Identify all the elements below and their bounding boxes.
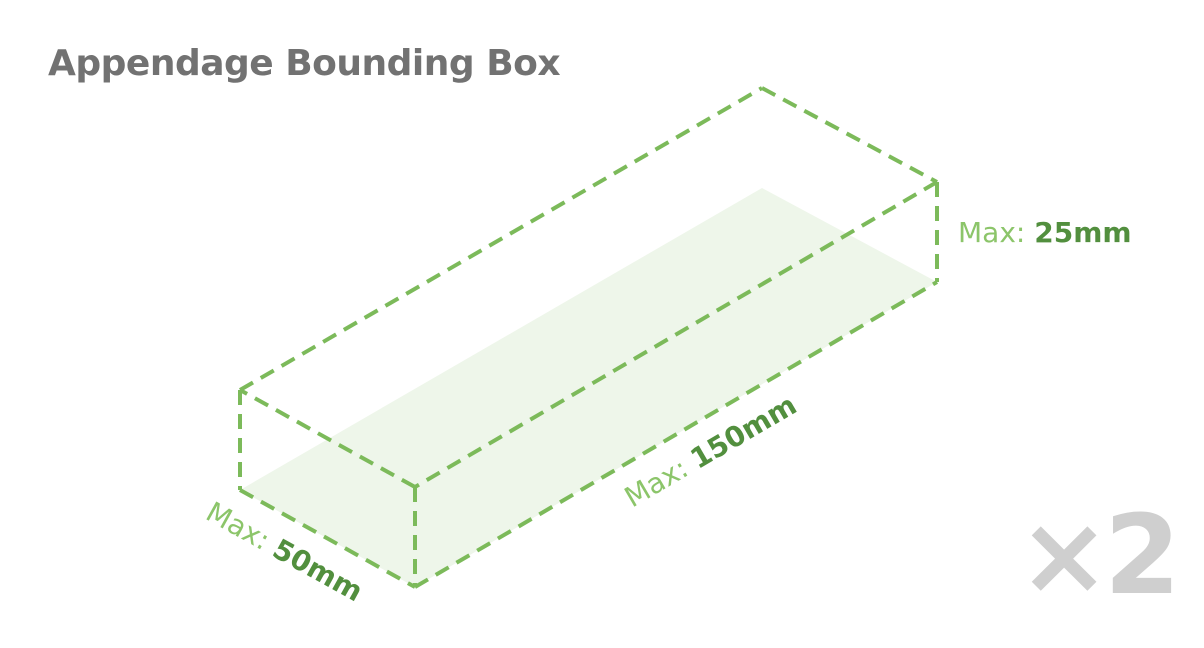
box-floor-shading [240,188,937,587]
height-label-prefix: Max: [958,216,1034,249]
page-title: Appendage Bounding Box [48,43,561,84]
quantity-multiplier: ×2 [1018,491,1181,619]
bottom-front-left-edge [239,488,416,589]
height-label-value: 25mm [1034,216,1131,249]
top-front-right-edge [413,180,939,489]
bottom-front-right-edge [413,280,939,589]
top-front-left-edge [239,388,416,489]
height-label: Max: 25mm [958,216,1132,249]
top-back-right-edge [761,86,938,184]
top-back-left-edge [238,86,764,392]
